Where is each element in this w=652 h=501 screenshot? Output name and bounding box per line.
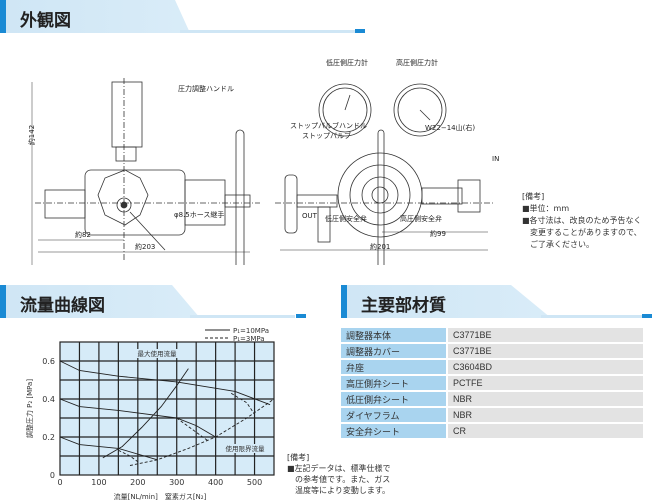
section-header-appearance: 外観図 <box>0 0 365 33</box>
label-in: IN <box>492 155 500 163</box>
note-line: の参考値です。また、ガス <box>287 475 391 484</box>
part-name: 安全弁シート <box>341 423 448 440</box>
label-width-99: 約99 <box>430 230 446 238</box>
part-name: 調整器本体 <box>341 328 448 344</box>
label-pressure-handle: 圧力調整ハンドル <box>178 85 234 93</box>
legend-label: P₁=10MPa <box>233 327 269 335</box>
label-thread: W22−14山(右) <box>425 124 476 132</box>
part-name: 弁座 <box>341 359 448 376</box>
series-line-0 <box>59 360 271 406</box>
note-line: ■左記データは、標準仕様で <box>287 464 391 473</box>
note-title: [備考] <box>522 192 545 201</box>
legend-label: P₁=3MPa <box>233 335 265 343</box>
y-tick-label: 0.6 <box>42 357 55 366</box>
plot-area <box>59 341 275 476</box>
material: NBR <box>447 407 643 424</box>
note-line: 温度等により変動します。 <box>287 486 391 495</box>
annotation-bg <box>134 349 180 358</box>
series-line-5 <box>118 449 139 463</box>
y-tick-label: 0.4 <box>42 395 55 404</box>
label-stop-valve-handle: ストップバルブハンドル <box>290 122 367 130</box>
label-high-safety: 高圧側安全弁 <box>400 215 442 223</box>
note-line: ■単位：mm <box>522 204 570 213</box>
material: NBR <box>447 391 643 408</box>
label-low-safety: 低圧側安全弁 <box>325 215 367 223</box>
note-line: ■各寸法は、改良のため予告なく <box>522 216 642 225</box>
y-tick-label: 0 <box>50 471 55 480</box>
x-tick-label: 300 <box>169 478 184 487</box>
x-axis-label: 流量[NL/min] 窒素ガス[N₂] <box>114 492 207 501</box>
label-height: 約142 <box>28 124 37 146</box>
annotation-limit-flow: 使用限界流量 <box>226 444 266 453</box>
material: PCTFE <box>447 375 643 392</box>
x-tick-label: 0 <box>57 478 62 487</box>
section-title: 流量曲線図 <box>20 296 105 316</box>
label-width-203: 約203 <box>135 243 156 251</box>
notes-units: [備考] ■単位：mm ■各寸法は、改良のため予告なく 変更することがありますの… <box>522 191 642 251</box>
label-width-82: 約82 <box>75 231 91 239</box>
series-line-3 <box>176 417 209 442</box>
section-title: 外観図 <box>20 11 71 31</box>
x-tick-label: 500 <box>247 478 262 487</box>
section-title: 主要部材質 <box>361 296 446 316</box>
label-hose-fitting: φ8.5ホース継手 <box>174 211 225 219</box>
label-high-gauge: 高圧側圧力計 <box>396 59 438 67</box>
note-line: ご了承ください。 <box>522 240 594 249</box>
note-title: [備考] <box>287 453 310 462</box>
y-tick-label: 0.2 <box>42 433 55 442</box>
series-line-2 <box>59 398 216 438</box>
label-stop-valve: ストップバルブ <box>302 132 351 140</box>
material: C3771BE <box>447 343 643 360</box>
material: C3771BE <box>447 328 643 344</box>
section-header-materials: 主要部材質 <box>341 285 652 318</box>
label-width-201: 約201 <box>370 243 391 251</box>
y-axis-label: 調整圧力 P₂ [MPa] <box>25 379 34 438</box>
label-low-gauge: 低圧側圧力計 <box>326 59 368 67</box>
series-line-6 <box>102 368 189 459</box>
material: C3604BD <box>447 359 643 376</box>
x-tick-label: 400 <box>208 478 223 487</box>
side-view-drawing <box>31 78 260 265</box>
x-tick-label: 200 <box>130 478 145 487</box>
material: CR <box>447 423 643 440</box>
series-line-1 <box>230 392 255 415</box>
x-tick-label: 100 <box>91 478 106 487</box>
part-name: ダイヤフラム <box>341 407 448 424</box>
series-line-4 <box>59 436 158 461</box>
annotation-max-flow: 最大使用流量 <box>138 349 178 358</box>
front-view-drawing <box>275 83 495 265</box>
note-line: 変更することがありますので、 <box>522 228 642 237</box>
part-name: 高圧側弁シート <box>341 375 448 392</box>
label-out: OUT <box>302 212 317 220</box>
flow-curve-chart: 0 100 200 300 400 500 0 0.2 0.4 0.6 流量[NL/min] 窒素ガ… <box>25 327 275 501</box>
notes-flow: [備考] ■左記データは、標準仕様で の参考値です。また、ガス 温度等により変動… <box>287 452 391 496</box>
section-header-flow: 流量曲線図 <box>0 285 306 318</box>
part-name: 調整器カバー <box>341 343 448 360</box>
series-line-7 <box>129 398 275 466</box>
annotation-bg <box>222 444 268 453</box>
part-name: 低圧側弁シート <box>341 391 448 408</box>
